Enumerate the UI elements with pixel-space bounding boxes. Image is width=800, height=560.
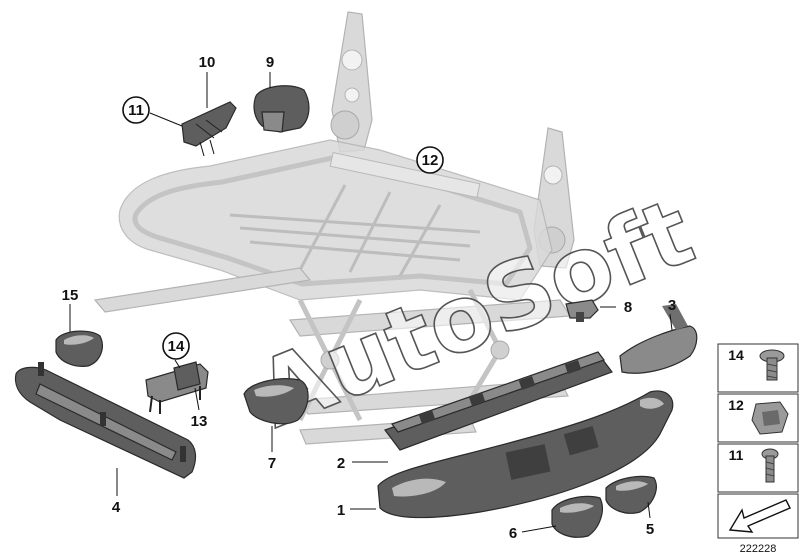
- callout-9: 9: [266, 54, 274, 71]
- seat-frame-assembly: [93, 11, 575, 445]
- part-5-cap: [605, 475, 657, 514]
- callout-4: 4: [112, 499, 121, 516]
- callout-5: 5: [646, 521, 654, 538]
- side-cell-11: [717, 443, 799, 493]
- screw-11-icon: [761, 448, 779, 483]
- part-7-handle: [243, 378, 309, 425]
- part-3-rear-cover: [619, 304, 698, 374]
- callout-13: 13: [191, 413, 208, 430]
- side-label-11: 11: [729, 447, 744, 463]
- screw-14-icon: [759, 349, 785, 381]
- part-9-bracket: [253, 85, 310, 133]
- part-10-trim-strip: [181, 101, 237, 157]
- callout-labels: 1 2 3 4 5 6 7 8 9 10 11 12 13 14 15: [62, 54, 677, 542]
- callout-11-circled: 11: [122, 96, 150, 124]
- callout-12: 12: [422, 152, 439, 169]
- callout-1: 1: [337, 502, 345, 519]
- side-label-14: 14: [728, 347, 744, 363]
- part-4-long-bracket: [14, 362, 197, 479]
- callout-6: 6: [509, 525, 517, 542]
- callout-7: 7: [268, 455, 276, 472]
- part-15-handle-cap: [55, 330, 103, 367]
- part-6-cap: [551, 495, 603, 538]
- callout-11: 11: [128, 102, 144, 119]
- callout-15: 15: [62, 287, 79, 304]
- callout-14: 14: [168, 338, 185, 355]
- fastener-side-panel: 14 12 11: [717, 343, 799, 539]
- callout-12-circled: 12: [416, 146, 444, 174]
- callout-2: 2: [337, 455, 345, 472]
- clip-12-icon: [751, 401, 789, 435]
- callout-3: 3: [668, 297, 676, 314]
- side-label-12: 12: [728, 397, 744, 413]
- part-8-clip: [565, 299, 599, 322]
- callout-14-circled: 14: [162, 332, 190, 360]
- side-cell-14: [717, 343, 799, 393]
- reference-number: 222228: [740, 543, 777, 555]
- callout-10: 10: [199, 54, 216, 71]
- part-2-inner-trim: [384, 351, 613, 451]
- part-1-outer-trim: [377, 390, 674, 519]
- part-13-bracket: [145, 361, 209, 414]
- direction-arrow-icon: [728, 499, 791, 533]
- callout-8: 8: [624, 299, 632, 316]
- leader-lines: [69, 72, 673, 533]
